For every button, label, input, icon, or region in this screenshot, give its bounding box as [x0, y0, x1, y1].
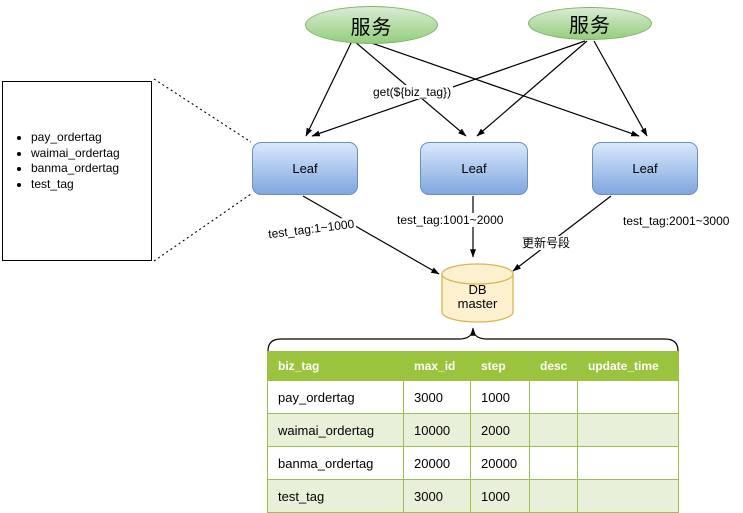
column-header-max-id: max_id	[403, 351, 471, 381]
cell-biz-tag: banma_ordertag	[267, 446, 404, 480]
cell-desc	[529, 479, 578, 513]
edge-service1-leaf1	[305, 40, 353, 137]
leaf-label: Leaf	[461, 161, 487, 176]
cell-step: 20000	[470, 446, 530, 480]
cell-desc	[529, 446, 578, 480]
edge-leaf1-db	[302, 195, 440, 275]
cell-max-id: 10000	[403, 413, 471, 447]
biz-tag-list-item: test_tag	[31, 177, 151, 193]
edge-leaf3-db-update	[512, 195, 612, 272]
service-node-2: 服务	[528, 7, 652, 40]
cell-desc	[529, 413, 578, 447]
edge-service2-leaf3	[593, 40, 648, 137]
service-label: 服务	[569, 15, 611, 37]
edge-label-update-segment: 更新号段	[520, 236, 573, 250]
leaf-node-1: Leaf	[252, 142, 358, 195]
db-master-cylinder	[440, 262, 515, 326]
column-header-step: step	[470, 351, 530, 381]
table-row: pay_ordertag 3000 1000	[267, 380, 679, 414]
edge-service2-leaf2	[476, 40, 588, 137]
biz-tag-list-item: banma_ordertag	[31, 161, 151, 177]
table-row: test_tag 3000 1000	[267, 479, 679, 513]
callout-line-bottom	[153, 193, 252, 262]
leaf-label: Leaf	[292, 161, 318, 176]
biz-tag-list-item: waimai_ordertag	[31, 146, 151, 162]
leaf-node-2: Leaf	[420, 142, 528, 195]
service-label: 服务	[350, 16, 393, 39]
leaf-node-3: Leaf	[592, 142, 698, 195]
column-header-desc: desc	[529, 351, 578, 381]
biz-tag-list: pay_ordertag waimai_ordertag banma_order…	[9, 130, 151, 192]
edge-label-get-request: get(${biz_tag})	[371, 85, 454, 99]
service-node-1: 服务	[305, 6, 438, 44]
cylinder-shape-icon	[441, 263, 514, 323]
callout-line-top	[153, 78, 252, 143]
cell-biz-tag: test_tag	[267, 479, 404, 513]
edge-service1-leaf3	[359, 38, 640, 137]
cell-step: 2000	[470, 413, 530, 447]
cell-desc	[529, 380, 578, 414]
cell-update-time	[577, 413, 679, 447]
table-row: banma_ordertag 20000 20000	[267, 446, 679, 480]
cell-step: 1000	[470, 380, 530, 414]
cell-update-time	[577, 479, 679, 513]
edge-label-leaf2-segment: test_tag:1001~2000	[395, 213, 506, 227]
cell-max-id: 3000	[403, 380, 471, 414]
column-header-biz-tag: biz_tag	[267, 351, 404, 381]
table-brace	[267, 330, 679, 352]
table-header-row: biz_tag max_id step desc update_time	[267, 351, 679, 381]
db-master-label: DB master	[440, 283, 515, 311]
cell-max-id: 3000	[403, 479, 471, 513]
cell-biz-tag: waimai_ordertag	[267, 413, 404, 447]
leaf-label: Leaf	[632, 161, 658, 176]
cell-update-time	[577, 380, 679, 414]
cell-update-time	[577, 446, 679, 480]
biz-tag-list-item: pay_ordertag	[31, 130, 151, 146]
biz-tag-note-box: pay_ordertag waimai_ordertag banma_order…	[2, 81, 152, 261]
db-label-line2: master	[457, 296, 498, 311]
db-label-line1: DB	[468, 282, 487, 297]
cell-step: 1000	[470, 479, 530, 513]
biz-tag-table: biz_tag max_id step desc update_time pay…	[267, 351, 679, 513]
column-header-update-time: update_time	[577, 351, 679, 381]
cell-max-id: 20000	[403, 446, 471, 480]
cell-biz-tag: pay_ordertag	[267, 380, 404, 414]
table-row: waimai_ordertag 10000 2000	[267, 413, 679, 447]
edge-label-leaf3-segment: test_tag:2001~3000	[621, 214, 732, 228]
